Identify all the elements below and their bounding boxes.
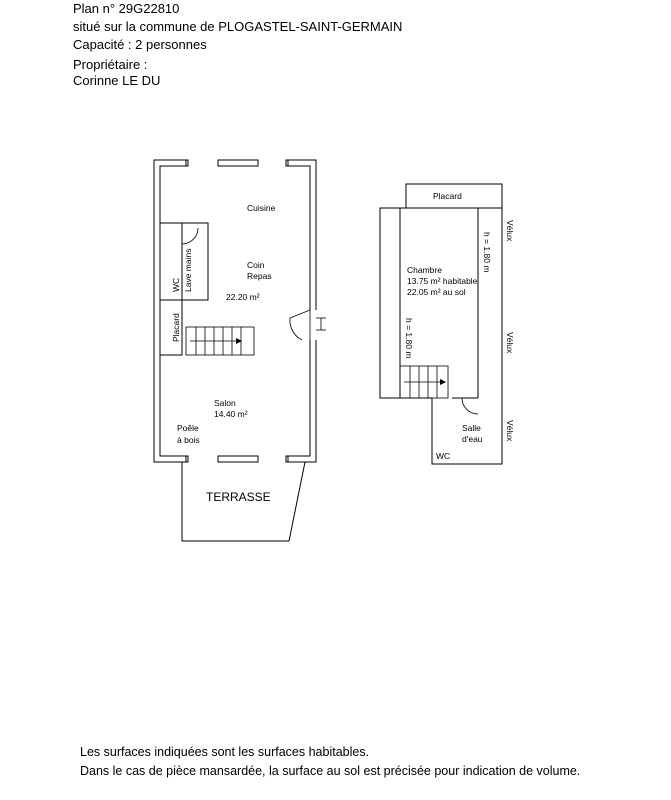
stove-label-2: à bois: [177, 435, 200, 445]
skylight-3-label: Vélux: [505, 420, 515, 442]
capacity: Capacité : 2 personnes: [73, 37, 207, 52]
upper-floor-stairs: [399, 365, 449, 399]
stove-label-1: Poêle: [177, 423, 199, 433]
bedroom-floor-area: 22.05 m² au sol: [407, 287, 466, 297]
terrace-outline: [181, 461, 306, 542]
living-area: 14.40 m²: [214, 409, 248, 419]
dining-label-2: Repas: [247, 271, 272, 281]
kitchen-label: Cuisine: [247, 203, 276, 213]
upper-wc-label: WC: [436, 451, 450, 461]
shower-room-door: [461, 397, 479, 415]
ground-floor-stairs: [185, 326, 255, 356]
ground-floor-walls: [153, 159, 317, 463]
height-left-label: h = 1.80 m: [404, 318, 414, 358]
upper-floor-walls: [379, 183, 503, 465]
height-right-label: h = 1.80 m: [482, 232, 492, 272]
wash-basin-label: Lave mains: [183, 249, 193, 292]
owner-name: Corinne LE DU: [73, 73, 161, 88]
upper-cupboard-label: Placard: [433, 191, 462, 201]
skylight-1-label: Vélux: [505, 220, 515, 242]
bedroom-habitable-area: 13.75 m² habitable: [407, 276, 478, 286]
plan-number: Plan n° 29G22810: [73, 1, 180, 16]
dining-area: 22.20 m²: [226, 292, 260, 302]
footer-line-1: Les surfaces indiquées sont les surfaces…: [80, 745, 370, 759]
footer-line-2: Dans le cas de pièce mansardée, la surfa…: [80, 764, 581, 778]
wc-label: WC: [171, 278, 181, 292]
location: situé sur la commune de PLOGASTEL-SAINT-…: [73, 19, 403, 34]
skylight-2-label: Vélux: [505, 332, 515, 354]
owner-label: Propriétaire :: [73, 57, 148, 72]
entrance-door: [289, 309, 326, 341]
shower-label-1: Salle: [462, 423, 481, 433]
shower-label-2: d'eau: [462, 434, 483, 444]
terrace-label: TERRASSE: [206, 490, 271, 504]
living-room-label: Salon: [214, 398, 236, 408]
bedroom-label: Chambre: [407, 265, 442, 275]
dining-label-1: Coin: [247, 260, 265, 270]
cupboard-label: Placard: [171, 313, 181, 342]
